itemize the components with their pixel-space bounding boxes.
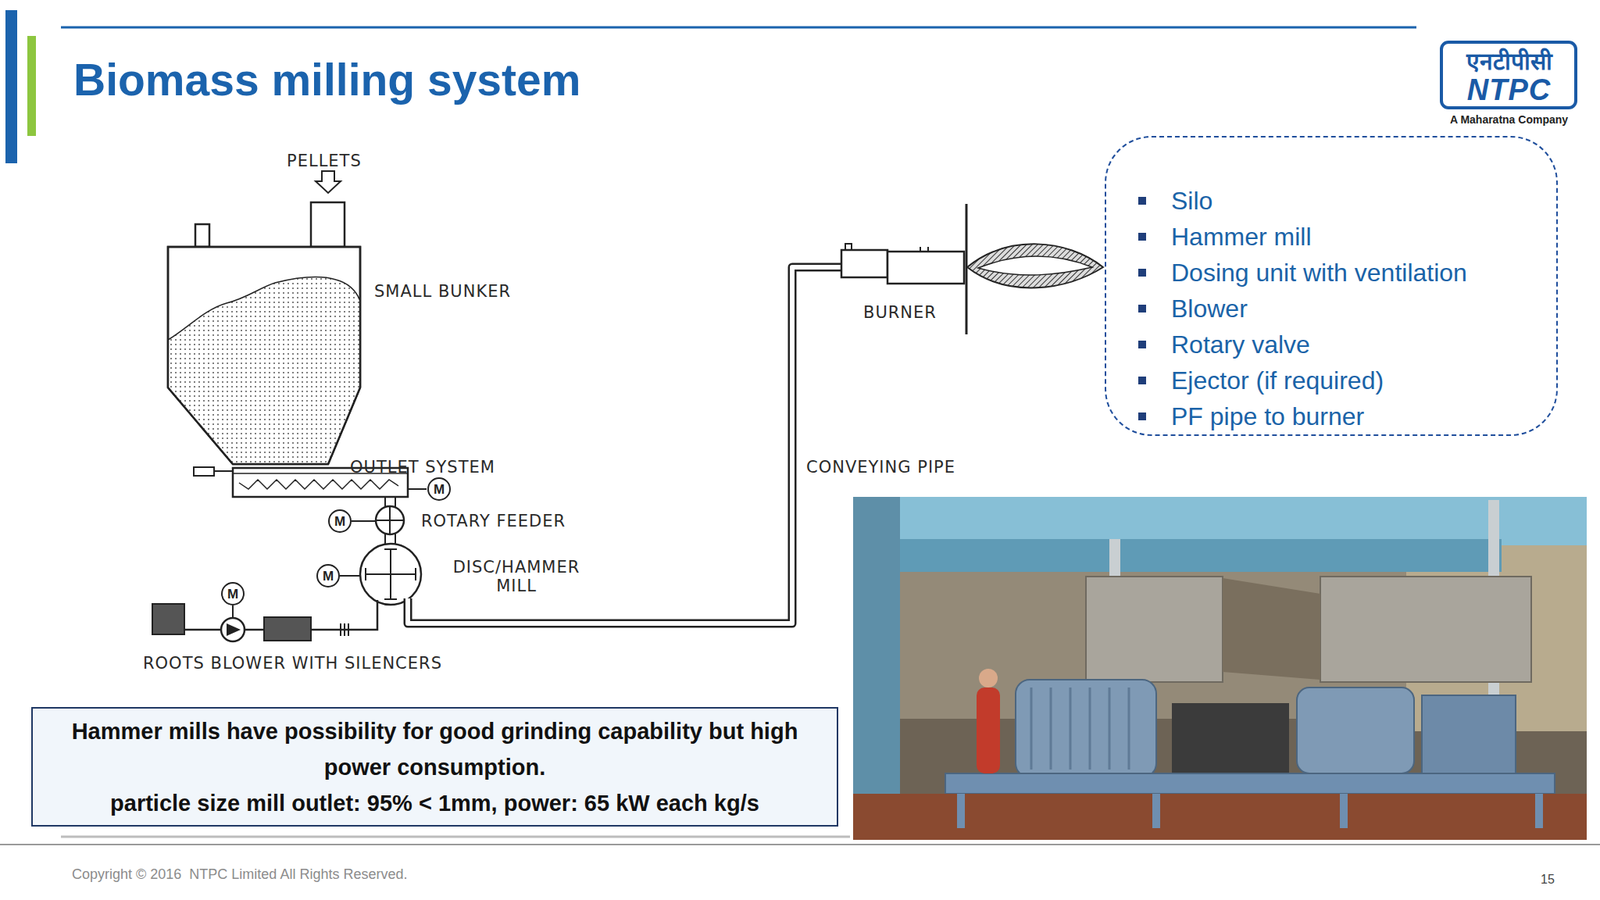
motor-symbol: M: [221, 582, 245, 606]
duct: [853, 496, 1587, 546]
motor-housing: [1421, 695, 1516, 774]
air-pipe: [244, 628, 265, 632]
hammer-mill: [360, 543, 422, 605]
inlet-pipe: [310, 202, 345, 247]
burner-body: [887, 251, 965, 284]
box-text: Dosing unit with ventilation: [1171, 254, 1541, 291]
footer-rule: [0, 843, 1600, 846]
logo-text: NTPC: [1441, 73, 1577, 108]
conveying-pipe-bore: [407, 267, 842, 624]
flame-core: [978, 256, 1093, 275]
box-text: Hammer mills have possibility for good g…: [60, 713, 809, 786]
box-text: PF pipe to burner: [1171, 398, 1541, 435]
mill-housing: [1296, 687, 1415, 774]
burner-port: [920, 246, 929, 252]
inlet-arrow: [315, 171, 341, 193]
hopper: [1085, 576, 1223, 683]
column: [853, 496, 900, 840]
motor-letter: M: [433, 482, 445, 497]
logo-tagline: A Maharatna Company: [1440, 113, 1578, 126]
box-text: Hammer mill: [1171, 218, 1541, 255]
page-number: 15: [1540, 872, 1555, 887]
note-box: Hammer mills have possibility for good g…: [31, 707, 839, 827]
motor-shaft: [232, 605, 234, 618]
motor-housing: [1171, 703, 1290, 778]
footer-rule: [60, 835, 850, 839]
part-label: CONVEYING PIPE: [806, 457, 956, 477]
floor: [853, 793, 1587, 840]
burner-inlet: [841, 250, 888, 278]
motor-symbol: M: [316, 564, 340, 588]
outlet-shaft: [214, 470, 233, 472]
hopper: [1320, 576, 1532, 683]
bunker-body: [167, 246, 361, 465]
silencer: [264, 617, 311, 641]
bunker-outline: [167, 246, 361, 465]
bunker-material: [167, 277, 361, 465]
furnace-wall: [965, 203, 968, 335]
box-text: Rotary valve: [1171, 326, 1541, 363]
roots-blower: [221, 617, 245, 642]
motor-letter: M: [322, 569, 334, 583]
mill-housing: [1015, 679, 1157, 778]
screw-flight: [239, 479, 399, 490]
duct: [853, 539, 1502, 572]
frame-legs: [960, 793, 1540, 829]
rotary-feeder: [375, 506, 404, 535]
accent-bar: [5, 10, 18, 164]
bullet-list-box: SiloHammer millDosing unit with ventilat…: [1104, 135, 1558, 436]
chute: [1222, 578, 1321, 680]
blower-symbol: [226, 623, 241, 636]
conveying-pipe: [407, 267, 842, 624]
logo-frame: [1441, 42, 1576, 108]
part-label: OUTLET SYSTEM: [350, 457, 496, 477]
logo-text: एनटीपीसी: [1441, 48, 1577, 76]
copyright-note: Copyright © 2016 NTPC Limited All Rights…: [71, 866, 408, 883]
base-frame: [945, 773, 1555, 794]
part-label: DISC/HAMMER MILL: [442, 557, 591, 596]
mill-ribs: [1031, 687, 1129, 770]
part-label: PELLETS: [286, 151, 362, 171]
accent-bar: [27, 35, 36, 136]
air-pipe: [184, 628, 222, 632]
box-text: Blower: [1171, 290, 1541, 327]
worker: [978, 668, 998, 688]
level-sensor: [195, 224, 210, 247]
box-text: Silo: [1171, 182, 1541, 219]
header-rule: [60, 26, 1417, 29]
photo-background: [853, 496, 1587, 840]
part-label: ROOTS BLOWER WITH SILENCERS: [142, 653, 443, 673]
mill-rotor: [365, 549, 416, 600]
part-label: ROTARY FEEDER: [421, 511, 566, 531]
motor-letter: M: [334, 514, 346, 529]
motor-shaft: [407, 488, 427, 490]
equipment-photo: [853, 496, 1587, 840]
motor-symbol: M: [427, 477, 451, 501]
motor-symbol: M: [328, 509, 352, 533]
outlet-stub: [193, 467, 215, 476]
feeder-vanes: [375, 506, 404, 535]
box-text: particle size mill outlet: 95% < 1mm, po…: [60, 785, 809, 822]
pipe-flange: [340, 623, 349, 636]
part-label: BURNER: [863, 303, 937, 322]
motor-shaft: [351, 520, 376, 522]
box-text: Ejector (if required): [1171, 362, 1541, 399]
flame: [967, 243, 1104, 288]
part-label: SMALL BUNKER: [374, 282, 511, 301]
motor-shaft: [339, 575, 361, 577]
burner-port: [845, 243, 852, 250]
worker: [976, 687, 1000, 774]
motor-letter: M: [227, 587, 239, 601]
silencer: [152, 603, 185, 635]
slide-title: Biomass milling system: [73, 57, 581, 103]
